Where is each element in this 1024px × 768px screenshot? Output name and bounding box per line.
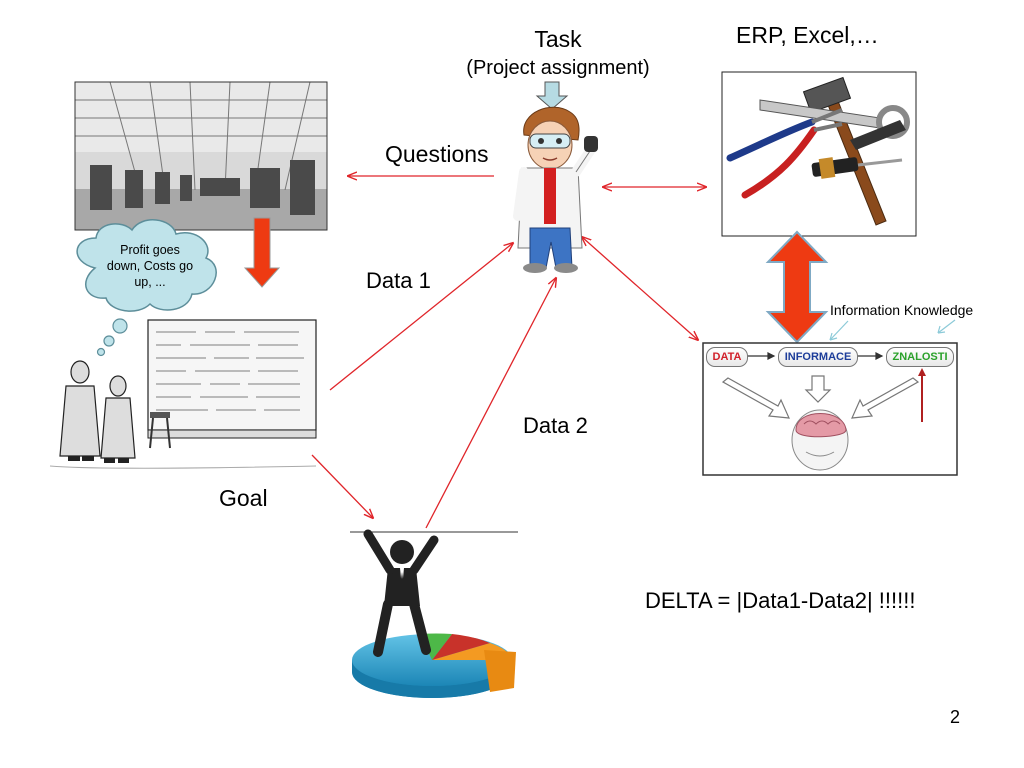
delta-formula: DELTA = |Data1-Data2| !!!!!! [645,588,916,613]
tools-label: ERP, Excel,… [736,22,879,48]
information-knowledge-label: Information Knowledge [830,302,974,318]
thought-cloud-text: Profit goes down, Costs go up, ... [106,243,194,289]
flow-step-data: DATA [706,347,748,367]
goal-image [350,529,518,698]
task-subtitle: (Project assignment) [466,57,650,79]
pointer-arrows [829,319,956,341]
task-title: Task [534,26,582,52]
goal-label: Goal [219,485,268,511]
page-number: 2 [950,707,961,727]
blackboard-image [49,319,317,469]
flow-step-information: INFORMACE [778,347,858,367]
tools-image [721,71,917,237]
factory-image [74,81,328,231]
flow-arrows [311,176,706,529]
data2-label: Data 2 [523,413,588,438]
thought-cloud [76,219,217,357]
flow-step-knowledge: ZNALOSTI [886,347,954,367]
scientist-image [513,106,598,273]
down-arrow-icon [243,217,281,288]
double-arrow-icon [765,230,829,344]
questions-label: Questions [385,141,489,167]
task-down-arrow-icon [535,81,569,110]
data1-label: Data 1 [366,268,431,293]
